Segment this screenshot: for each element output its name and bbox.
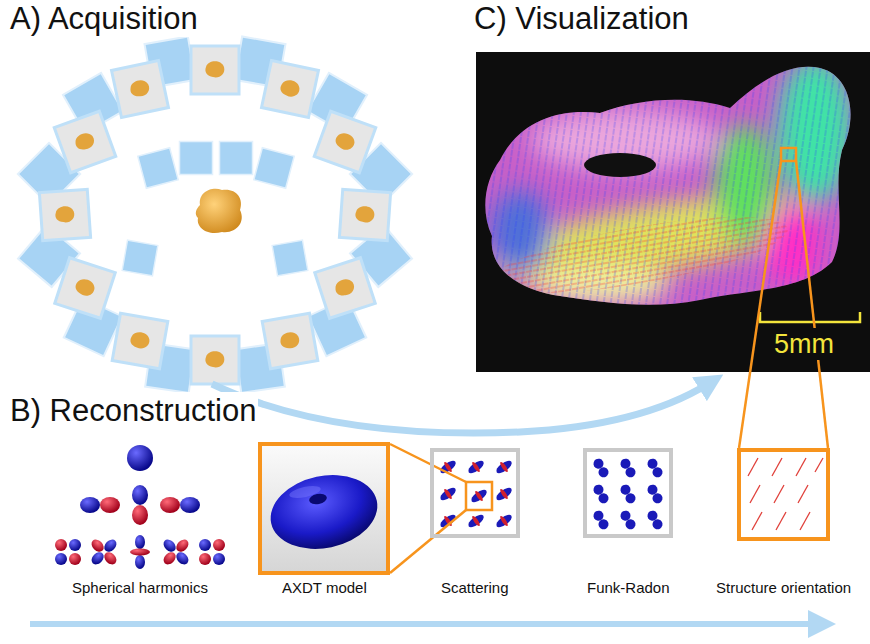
panel-heading: B) Reconstruction xyxy=(8,392,258,429)
flow-arrow xyxy=(212,384,708,433)
panel-heading: A) Acquisition xyxy=(8,0,200,37)
panel-heading: C) Visualization xyxy=(472,0,691,37)
odf-glyphs xyxy=(587,452,669,534)
spherical-harmonics xyxy=(55,445,225,575)
glyph-box: Scattering xyxy=(430,448,520,538)
glyph-box: Funk-Radon xyxy=(583,448,673,538)
orientation-lines xyxy=(748,458,823,530)
scale-label: 5mm xyxy=(772,328,836,360)
box-caption: AXDT model xyxy=(280,579,369,597)
box-caption: Structure orientation xyxy=(714,579,853,597)
acquisition-sphere xyxy=(18,37,412,393)
flow-arrow xyxy=(30,621,818,627)
axdt-torus xyxy=(262,446,386,571)
box-caption: Funk-Radon xyxy=(585,579,672,597)
item-label: Spherical harmonics xyxy=(70,579,210,597)
model-box: AXDT model xyxy=(258,442,390,575)
scattering-glyphs xyxy=(390,444,516,573)
result-box: Structure orientation xyxy=(737,448,830,541)
box-caption: Scattering xyxy=(439,579,511,597)
fiber-visualization xyxy=(476,52,870,448)
